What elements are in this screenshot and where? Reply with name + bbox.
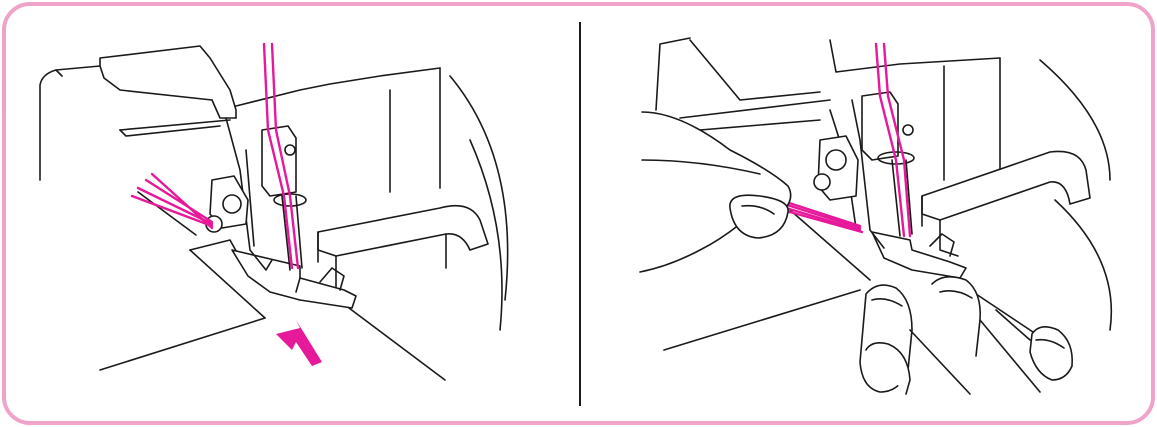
needle-clamp [262, 126, 296, 196]
